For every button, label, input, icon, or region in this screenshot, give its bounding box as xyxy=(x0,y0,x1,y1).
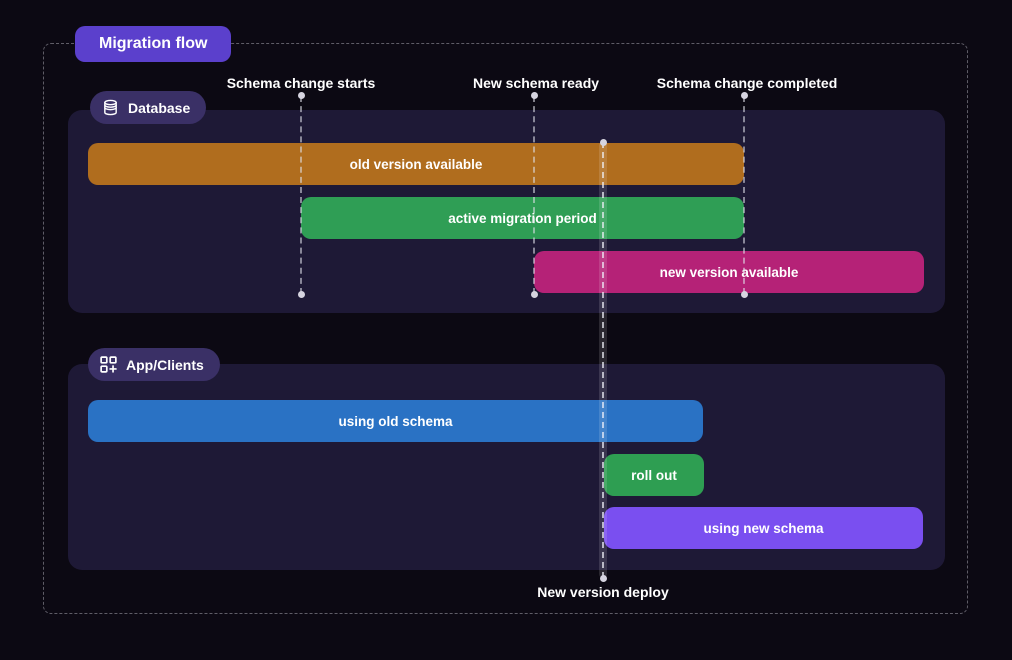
app-clients-lane-label: App/Clients xyxy=(126,356,204,373)
event-dot xyxy=(298,291,305,298)
bar-label: active migration period xyxy=(448,210,597,226)
bar-label: new version available xyxy=(659,264,799,280)
event-line-schema-change-starts xyxy=(300,96,302,294)
event-label-new-schema-ready: New schema ready xyxy=(472,75,600,91)
event-dot xyxy=(741,92,748,99)
database-lane-pill: Database xyxy=(90,91,207,124)
database-icon xyxy=(102,99,119,116)
bar-old-version-available: old version available xyxy=(88,143,744,185)
event-dot xyxy=(741,291,748,298)
bar-new-version-available: new version available xyxy=(534,251,924,293)
event-label-schema-change-completed: Schema change completed xyxy=(656,75,838,91)
bar-label: roll out xyxy=(631,467,677,483)
event-line-new-schema-ready xyxy=(533,96,535,294)
event-dot xyxy=(600,575,607,582)
bar-label: old version available xyxy=(349,156,483,172)
bar-using-old-schema: using old schema xyxy=(88,400,703,442)
event-label-new-version-deploy: New version deploy xyxy=(537,584,669,600)
event-line-schema-change-completed xyxy=(743,96,745,294)
event-dot xyxy=(531,291,538,298)
diagram-title-badge: Migration flow xyxy=(75,26,232,62)
event-label-schema-change-starts: Schema change starts xyxy=(226,75,376,91)
bar-roll-out: roll out xyxy=(604,454,704,496)
bar-active-migration-period: active migration period xyxy=(301,197,744,239)
bar-label: using old schema xyxy=(338,413,453,429)
apps-plus-icon xyxy=(100,356,117,373)
diagram-dashed-border xyxy=(43,43,968,614)
diagram-title: Migration flow xyxy=(99,35,208,52)
bar-label: using new schema xyxy=(703,520,824,536)
app-clients-lane-pill: App/Clients xyxy=(88,348,220,381)
bar-using-new-schema: using new schema xyxy=(604,507,923,549)
event-dot xyxy=(298,92,305,99)
event-dot xyxy=(531,92,538,99)
event-dot xyxy=(600,139,607,146)
database-lane-label: Database xyxy=(128,99,191,116)
event-line-new-version-deploy xyxy=(602,142,604,578)
